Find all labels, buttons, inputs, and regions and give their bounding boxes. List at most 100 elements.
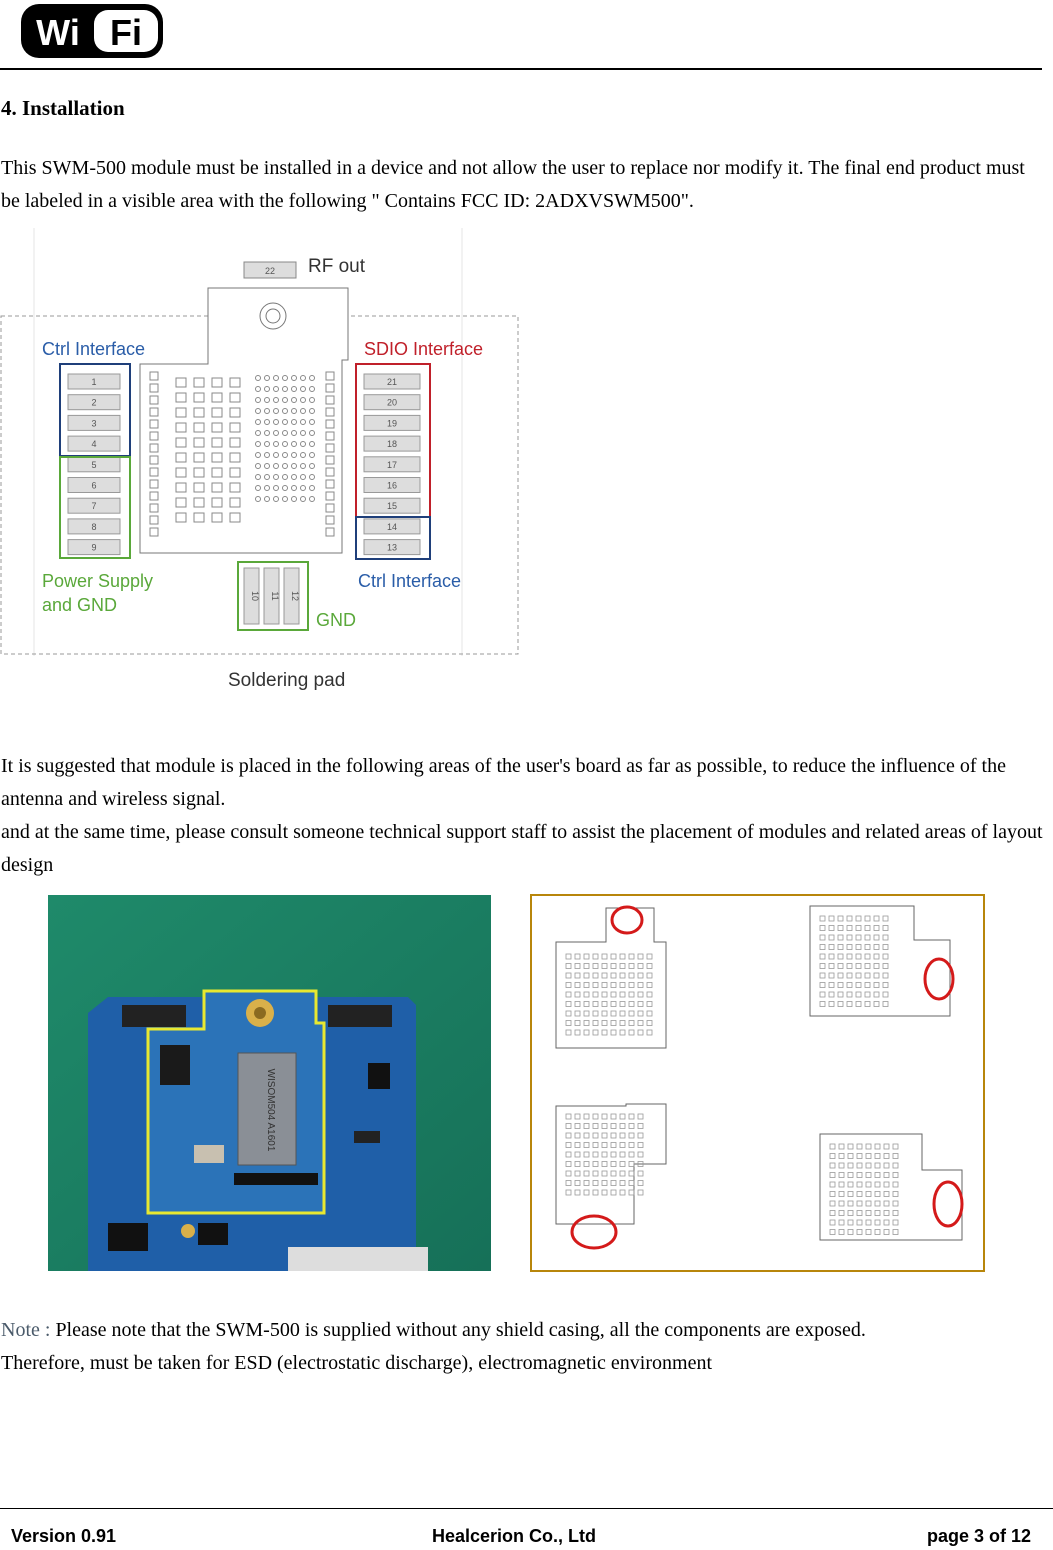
- layout-pad: [873, 915, 880, 922]
- pin-pad-7: [67, 497, 121, 514]
- layout-pad: [592, 1029, 599, 1036]
- layout-pad: [619, 1189, 626, 1196]
- layout-pad: [610, 1113, 617, 1120]
- pad: [211, 497, 223, 508]
- layout-pad: [637, 963, 644, 969]
- layout-pad: [819, 963, 826, 969]
- layout-pad: [829, 1181, 836, 1188]
- layout-pad: [855, 972, 862, 979]
- layout-pad: [574, 1020, 581, 1026]
- logo-text-right: Fi: [110, 12, 142, 53]
- layout-pad: [865, 1191, 872, 1197]
- layout-pad: [819, 915, 826, 922]
- pad: [193, 437, 205, 448]
- pin-label-21: 21: [387, 377, 397, 387]
- layout-pad: [828, 944, 835, 950]
- layout-pad: [619, 1151, 626, 1158]
- layout-pad: [864, 915, 871, 922]
- pin-label-3: 3: [91, 418, 96, 428]
- layout-pad: [619, 1123, 626, 1129]
- bga-pad: [291, 485, 297, 491]
- bga-pad: [309, 452, 315, 458]
- layout-pad: [829, 1172, 836, 1178]
- layout-pad: [628, 1029, 635, 1036]
- layout-pad: [583, 1170, 590, 1177]
- layout-pad: [610, 1180, 617, 1186]
- pin-pad-9: [67, 539, 121, 556]
- layout-pad: [847, 1191, 854, 1197]
- pad: [325, 419, 335, 429]
- layout-pad: [610, 1132, 617, 1139]
- pad: [193, 407, 205, 418]
- pad: [211, 512, 223, 523]
- layout-pad: [855, 963, 862, 969]
- layout-pad: [829, 1191, 836, 1197]
- layout-pad: [892, 1181, 899, 1188]
- pad: [229, 512, 241, 523]
- layout-pad: [829, 1219, 836, 1226]
- layout-pad-grid: [565, 915, 899, 1235]
- layout-pad: [601, 1170, 608, 1177]
- layout-pad: [601, 1123, 608, 1129]
- layout-pad: [583, 1142, 590, 1148]
- layout-pad: [847, 1172, 854, 1178]
- wifi-logo: Wi Fi: [21, 4, 163, 58]
- layout-pad: [565, 1010, 572, 1017]
- bga-pad: [255, 397, 261, 403]
- layout-pad: [838, 1219, 845, 1226]
- pad: [149, 467, 159, 477]
- layout-pad: [892, 1200, 899, 1207]
- bga-pad: [264, 430, 270, 436]
- layout-pad: [583, 991, 590, 998]
- pin-pad-13: [363, 539, 421, 556]
- layout-pad: [619, 991, 626, 998]
- layout-pad: [819, 953, 826, 960]
- pin-pad-11: [263, 567, 280, 625]
- layout-pad: [619, 1001, 626, 1007]
- pad: [325, 515, 335, 525]
- layout-pad: [574, 1170, 581, 1177]
- layout-pad: [601, 1113, 608, 1120]
- pin-pad-19: [363, 414, 421, 431]
- layout-pad: [829, 1210, 836, 1216]
- layout-pad: [592, 1132, 599, 1139]
- layout-pad: [864, 1001, 871, 1007]
- pin-pad-4: [67, 435, 121, 452]
- layout-pad: [565, 1001, 572, 1007]
- layout-pad: [583, 1151, 590, 1158]
- pad: [149, 515, 159, 525]
- header-rule: [0, 68, 1042, 70]
- pad: [193, 422, 205, 433]
- layout-pad: [646, 982, 653, 988]
- layout-pad: [856, 1162, 863, 1169]
- pin-pad-18: [363, 435, 421, 452]
- layout-pad: [610, 963, 617, 969]
- pad: [229, 437, 241, 448]
- layout-pad: [874, 1229, 881, 1235]
- layout-pad: [574, 1123, 581, 1129]
- pad: [175, 512, 187, 523]
- layout-pad: [829, 1162, 836, 1169]
- layout-pad: [628, 963, 635, 969]
- note-label: Note :: [1, 1319, 51, 1341]
- bga-pad: [291, 386, 297, 392]
- pad: [193, 482, 205, 493]
- layout-pad: [892, 1219, 899, 1226]
- pad: [325, 479, 335, 489]
- layout-pad: [892, 1210, 899, 1216]
- layout-pad: [865, 1219, 872, 1226]
- layout-pad: [882, 925, 889, 931]
- layout-pad: [865, 1153, 872, 1159]
- layout-pad: [829, 1200, 836, 1207]
- placement-paragraph: It is suggested that module is placed in…: [1, 750, 1046, 882]
- layout-pad: [873, 1001, 880, 1007]
- layout-pad: [883, 1200, 890, 1207]
- pad: [325, 455, 335, 465]
- pad: [149, 527, 159, 537]
- bga-pad: [282, 463, 288, 469]
- pin-label-17: 17: [387, 460, 397, 470]
- layout-pad: [892, 1191, 899, 1197]
- bga-pad: [273, 441, 279, 447]
- layout-pad: [892, 1153, 899, 1159]
- pad: [149, 407, 159, 417]
